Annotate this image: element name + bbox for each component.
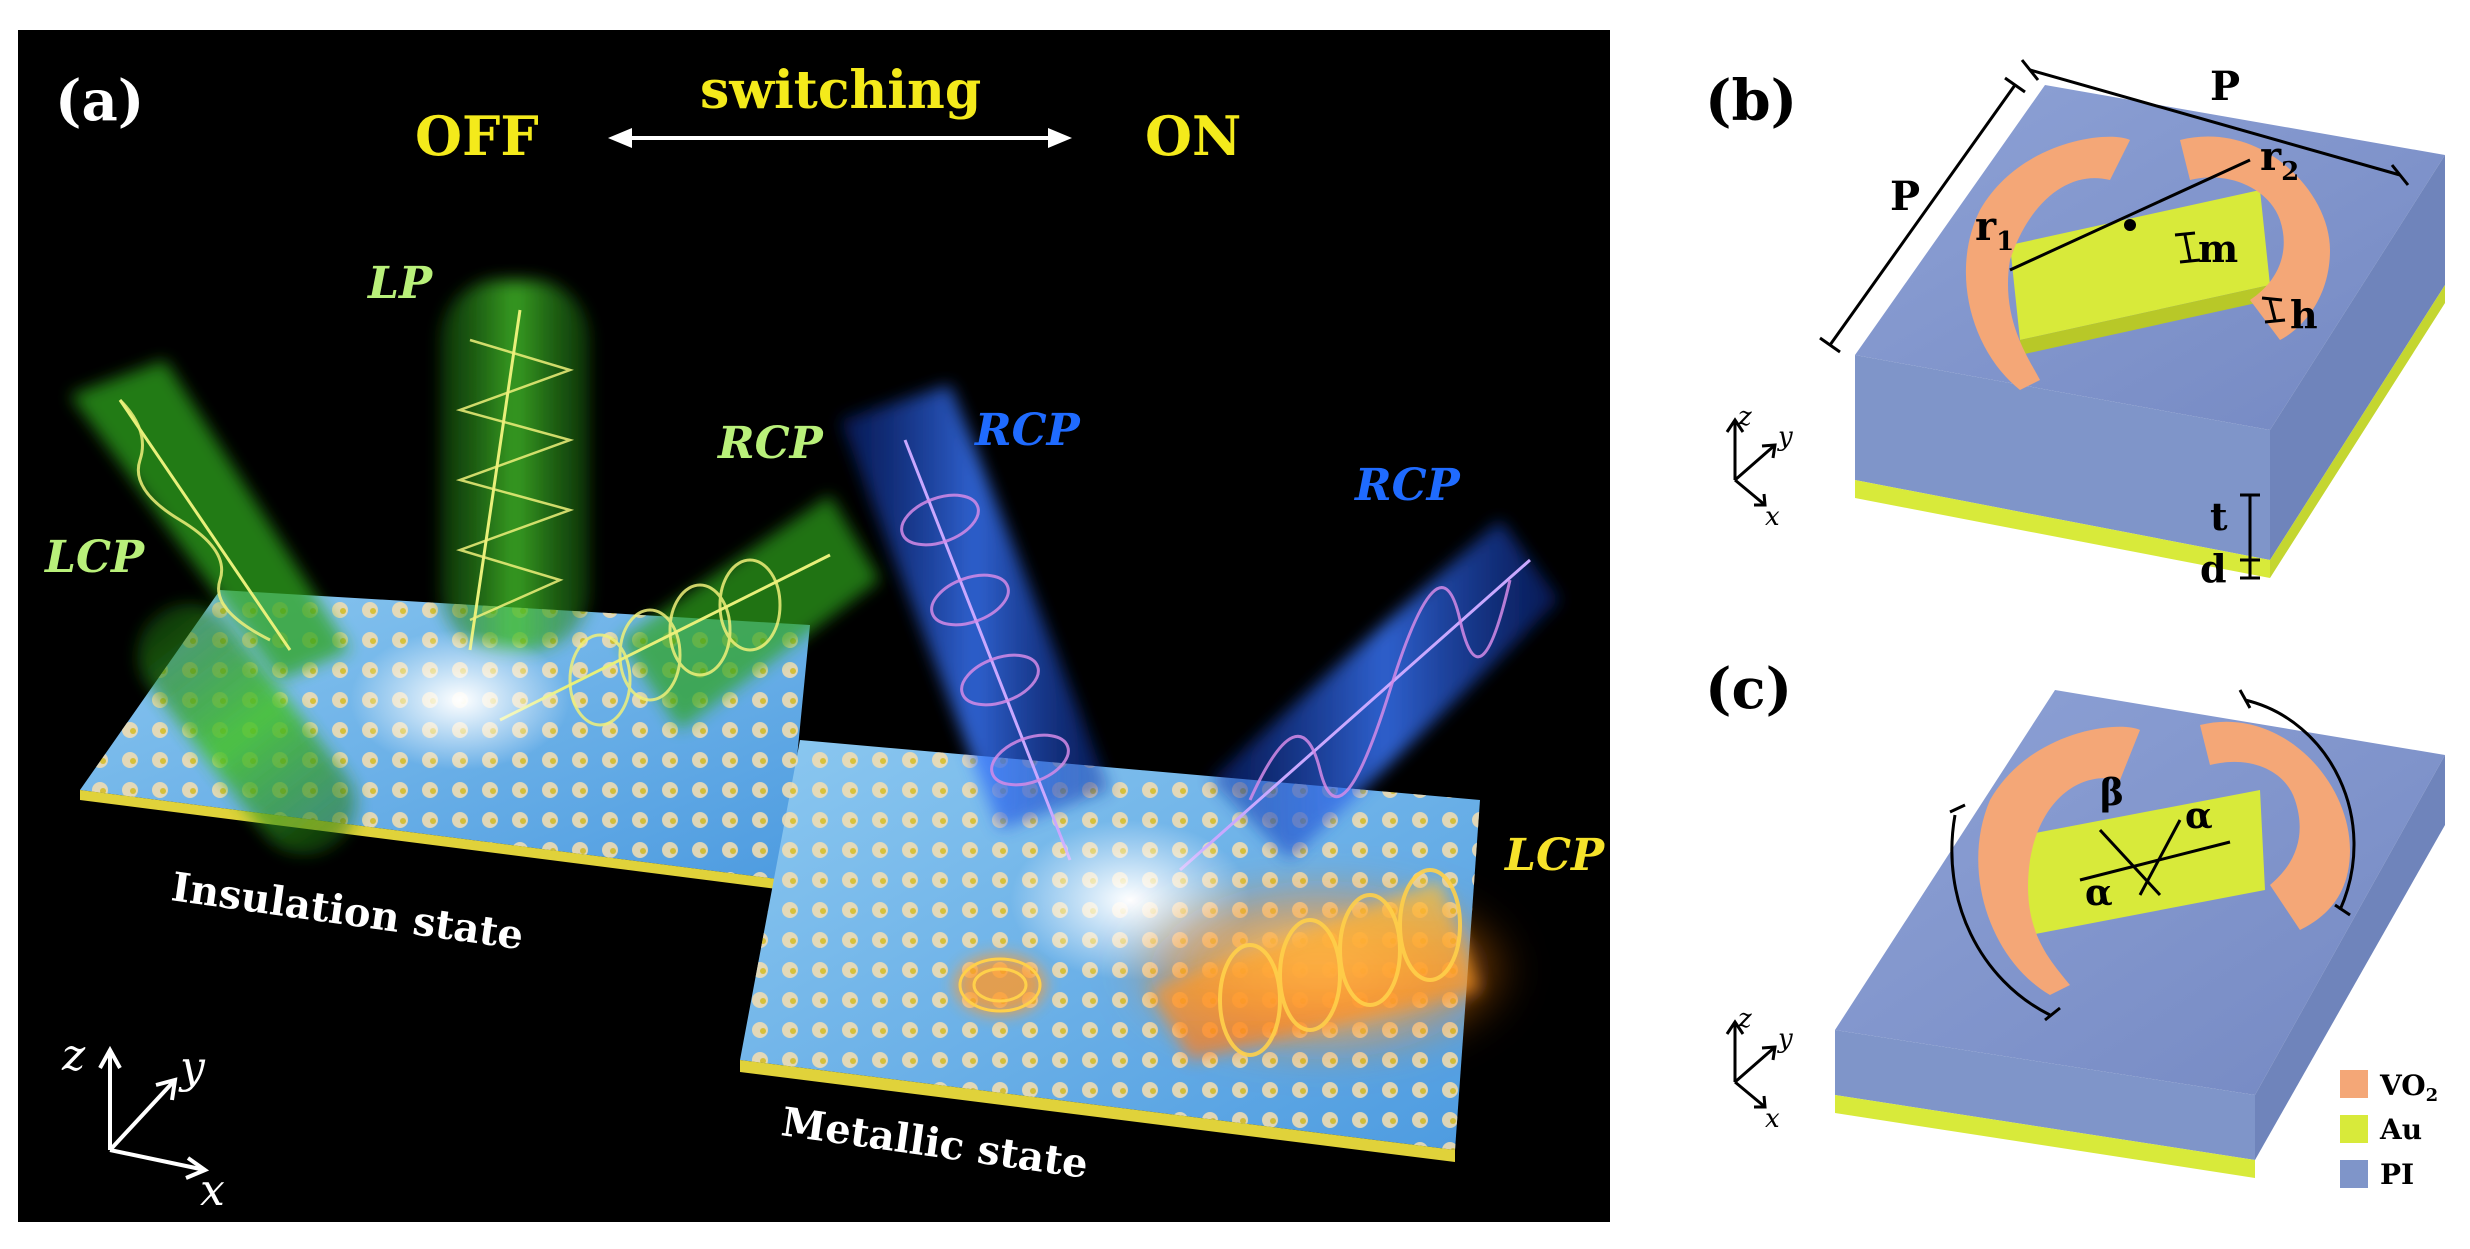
panel-b-label: (b) [1705, 68, 1797, 134]
t-label: t [2210, 494, 2228, 539]
panel-b-axes [1725, 417, 1777, 507]
legend-swatch-vo2 [2340, 1070, 2368, 1098]
pi-substrate-side [2270, 155, 2445, 560]
legend-label-pi: PI [2380, 1158, 2414, 1191]
b-axis-x: x [1765, 502, 1780, 532]
beam-label-rcp-reflected: RCP [1353, 460, 1462, 511]
beta-label: β [2100, 772, 2124, 814]
panel-b: (b) P P r1 r2 m h t d z y x [1705, 59, 2445, 591]
au-ground-front [1855, 480, 2270, 578]
c-axis-y: y [1777, 1024, 1793, 1054]
rcp-reflected-wave [1248, 579, 1512, 801]
au-ground-side [2270, 285, 2445, 578]
period-top-label: P [2210, 63, 2240, 110]
panel-a-axes [98, 1045, 210, 1180]
beam-label-lp: LP [366, 258, 434, 309]
beam-rcp-incident [840, 385, 1110, 861]
period-left-label: P [1890, 173, 1920, 220]
beam-label-lcp-left: LCP [43, 532, 146, 583]
beam-lp [440, 280, 590, 651]
beam-label-rcp-incident: RCP [973, 405, 1082, 456]
rcp-left-wave [568, 558, 782, 727]
axis-y-label: y [178, 1042, 206, 1093]
beam-lcp-left [70, 360, 357, 855]
d-label: d [2200, 546, 2227, 591]
beam-label-rcp-left: RCP [716, 418, 825, 469]
beam-label-lcp-right: LCP [1503, 830, 1606, 881]
lp-wave [455, 338, 575, 622]
rcp-incident-wave [900, 493, 1070, 787]
b-axis-z: z [1737, 402, 1752, 432]
pi-substrate-front-c [1835, 1030, 2255, 1160]
axis-z-label: z [61, 1030, 86, 1081]
legend-swatch-pi [2340, 1160, 2368, 1188]
insulation-glow [350, 630, 570, 770]
lcp-wave [118, 398, 271, 642]
vo2-ring-left-c [1978, 726, 2140, 995]
beam-lcp-orange [955, 868, 1520, 1060]
panel-a-label: (a) [55, 68, 144, 134]
legend-swatch-au [2340, 1115, 2368, 1143]
alpha-left-label: α [2085, 872, 2113, 914]
alpha-right-label: α [2185, 795, 2213, 837]
vo2-ring-right [2180, 136, 2330, 340]
r2-label: r2 [2260, 133, 2299, 187]
on-label: ON [1145, 104, 1241, 168]
panel-c: (c) β α α z y x [1705, 656, 2445, 1178]
beam-rcp-reflected [1179, 520, 1560, 872]
c-axis-z: z [1737, 1004, 1752, 1034]
h-label: h [2290, 292, 2318, 337]
pi-substrate-front [1855, 355, 2270, 560]
legend-label-au: Au [2379, 1113, 2422, 1146]
off-label: OFF [415, 104, 539, 168]
material-legend: VO2 Au PI [2340, 1069, 2438, 1191]
axis-x-label: x [200, 1165, 225, 1216]
m-label: m [2198, 226, 2238, 271]
r1-label: r1 [1975, 203, 2014, 257]
panel-c-angles [1949, 689, 2356, 1022]
panel-b-dimensions [1819, 59, 2410, 580]
b-axis-y: y [1777, 422, 1793, 452]
panel-a: (a) OFF ON switching LCP LP RCP RCP RCP … [18, 30, 1610, 1222]
legend-label-vo2: VO2 [2379, 1069, 2438, 1106]
au-bar [2010, 190, 2270, 340]
vo2-ring-right-c [2200, 721, 2350, 930]
switching-arrow [608, 128, 1072, 148]
pi-substrate-side-c [2255, 755, 2445, 1160]
panel-c-axes [1725, 1019, 1777, 1109]
panel-c-label: (c) [1705, 656, 1792, 722]
switching-label: switching [700, 60, 981, 121]
vo2-ring-left [1965, 136, 2130, 390]
c-axis-x: x [1765, 1104, 1780, 1134]
